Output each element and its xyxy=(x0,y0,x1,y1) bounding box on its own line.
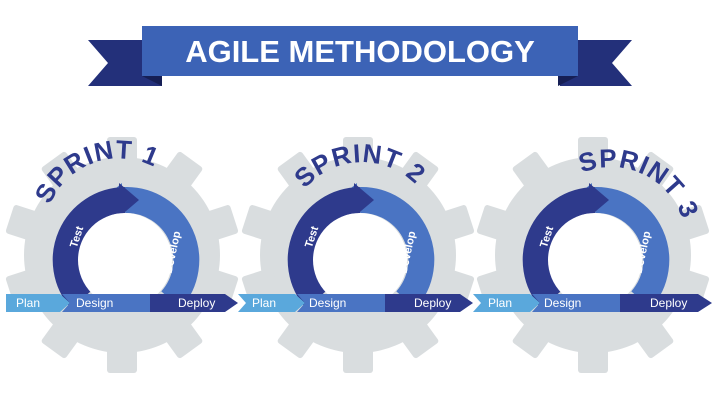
cycle-center xyxy=(548,213,642,307)
deploy-label: Deploy xyxy=(178,296,215,310)
cycle-center xyxy=(78,213,172,307)
test-arrowhead xyxy=(589,183,609,217)
test-arrowhead xyxy=(119,183,139,217)
deploy-arrow xyxy=(620,294,712,312)
plan-label: Plan xyxy=(16,296,40,310)
plan-arrow xyxy=(6,294,70,312)
plan-label: Plan xyxy=(488,296,512,310)
test-arc xyxy=(522,187,596,309)
design-bar xyxy=(297,294,385,312)
test-arc xyxy=(52,187,126,309)
test-arrowhead xyxy=(354,183,374,217)
cycle-center xyxy=(313,213,407,307)
deploy-label: Deploy xyxy=(414,296,451,310)
sprint-1: SPRINT 1 Test Develop Plan Design Deploy xyxy=(5,134,239,373)
design-label: Design xyxy=(309,296,346,310)
page-title: AGILE METHODOLOGY xyxy=(185,34,535,69)
plan-arrow xyxy=(473,294,540,312)
banner-left-fold xyxy=(142,76,162,86)
sprint-2: SPRINT 2 Test Develop Plan Design Deploy xyxy=(238,137,475,373)
design-bar xyxy=(62,294,150,312)
design-bar xyxy=(532,294,620,312)
banner-body xyxy=(142,26,578,76)
plan-arrow xyxy=(238,294,305,312)
develop-arc xyxy=(594,186,670,309)
develop-arc xyxy=(359,186,435,309)
plan-label: Plan xyxy=(252,296,276,310)
deploy-arrow xyxy=(150,294,238,312)
deploy-label: Deploy xyxy=(650,296,687,310)
develop-arc xyxy=(124,186,200,309)
design-label: Design xyxy=(76,296,113,310)
test-arc xyxy=(287,187,361,309)
deploy-arrow xyxy=(385,294,473,312)
sprint-3: SPRINT 3 Test Develop Plan Design Deploy xyxy=(473,137,712,373)
design-label: Design xyxy=(544,296,581,310)
title-banner: AGILE METHODOLOGY xyxy=(88,26,632,86)
banner-right-fold xyxy=(558,76,578,86)
